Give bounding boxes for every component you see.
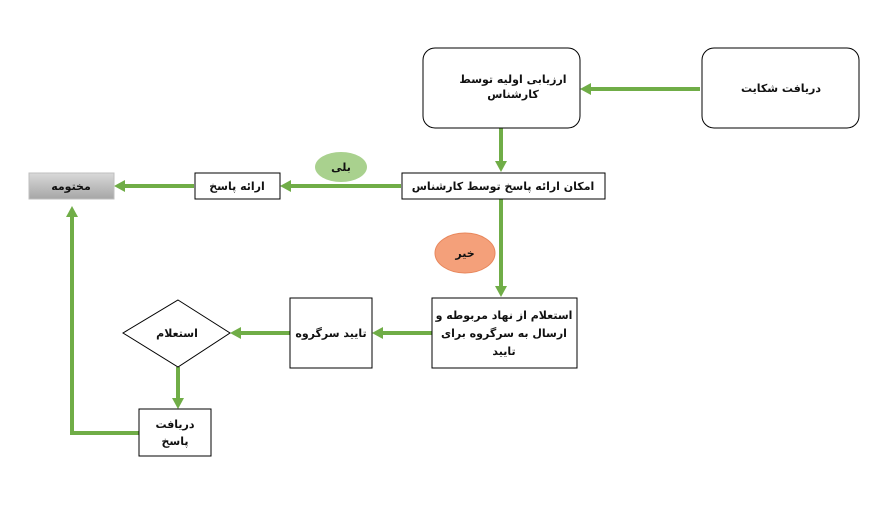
node-receive-complaint-label: دریافت شکایت [741, 82, 821, 95]
node-supervisor-approval-label: تایید سرگروه [295, 327, 366, 340]
node-expert-answer-possible-label: امکان ارائه پاسخ توسط کارشناس [412, 180, 595, 193]
arrowhead-assessment [580, 83, 591, 95]
node-inquiry-related-body-line-2: ارسال به سرگروه برای [441, 327, 567, 340]
node-provide-answer-label: ارائه پاسخ [209, 180, 265, 193]
node-provide-answer [194, 172, 281, 200]
arrowhead-closed-loop [66, 206, 78, 217]
node-inquiry-decision [122, 299, 231, 368]
connectors [70, 87, 700, 435]
node-receive-answer-line-2: پاسخ [161, 435, 188, 448]
node-initial-assessment-line-1: ارزیابی اولیه توسط [459, 73, 566, 86]
badge-yes [315, 152, 367, 182]
arrowhead-receive [172, 398, 184, 409]
node-initial-assessment [422, 47, 581, 129]
badge-no-label: خیر [454, 247, 474, 260]
node-inquiry-related-body-line-3: تایید [492, 345, 515, 358]
connector-receive-to-closed [70, 215, 139, 435]
node-inquiry-related-body-line-1: استعلام از نهاد مربوطه و [435, 309, 573, 322]
arrowhead-possible [495, 161, 507, 172]
badge-yes-label: بلی [331, 161, 351, 174]
node-supervisor-approval [289, 297, 373, 369]
node-receive-answer [138, 408, 212, 457]
node-receive-answer-line-1: دریافت [155, 418, 194, 431]
node-closed [28, 172, 115, 200]
arrowhead-approval [372, 327, 383, 339]
node-receive-complaint [701, 47, 860, 129]
arrowhead-inquiry [495, 286, 507, 297]
node-initial-assessment-line-2: کارشناس [487, 88, 539, 101]
arrowhead-decision [230, 327, 241, 339]
arrowhead-provide [280, 180, 291, 192]
node-inquiry-related-body [431, 297, 578, 369]
arrowhead-closed [114, 180, 125, 192]
node-closed-label: مختومه [51, 180, 91, 193]
badge-no [434, 232, 496, 274]
arrowheads [66, 83, 591, 409]
node-inquiry-decision-label: استعلام [156, 327, 198, 340]
node-expert-answer-possible [401, 172, 606, 200]
